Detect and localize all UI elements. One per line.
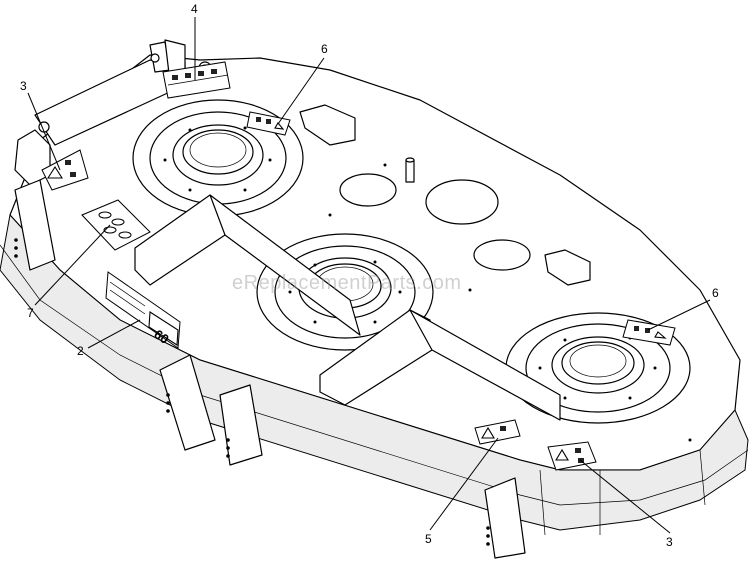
watermark: eReplacementParts.com (232, 272, 462, 294)
callout-3-right: 3 (666, 535, 673, 549)
decal-6a (246, 111, 291, 136)
callout-2: 2 (77, 344, 84, 358)
callout-7: 7 (27, 306, 34, 320)
callout-6-top: 6 (321, 42, 328, 56)
decal-3a (41, 149, 89, 191)
idler-plate-left (339, 173, 397, 207)
callout-3-left: 3 (20, 79, 27, 93)
callout-leaders (27, 17, 711, 534)
deck-skirt (0, 213, 749, 531)
idler-plate-right (473, 239, 531, 271)
decal-6b (622, 319, 676, 346)
brand-plate-number: 60 (151, 326, 171, 347)
callout-6-right: 6 (712, 286, 719, 300)
access-cover (425, 179, 499, 225)
callout-4: 4 (191, 2, 198, 16)
callout-5: 5 (425, 532, 432, 546)
decal-4 (162, 61, 231, 99)
brand-plate-2: 60 (105, 271, 181, 349)
decal-5 (474, 419, 521, 445)
